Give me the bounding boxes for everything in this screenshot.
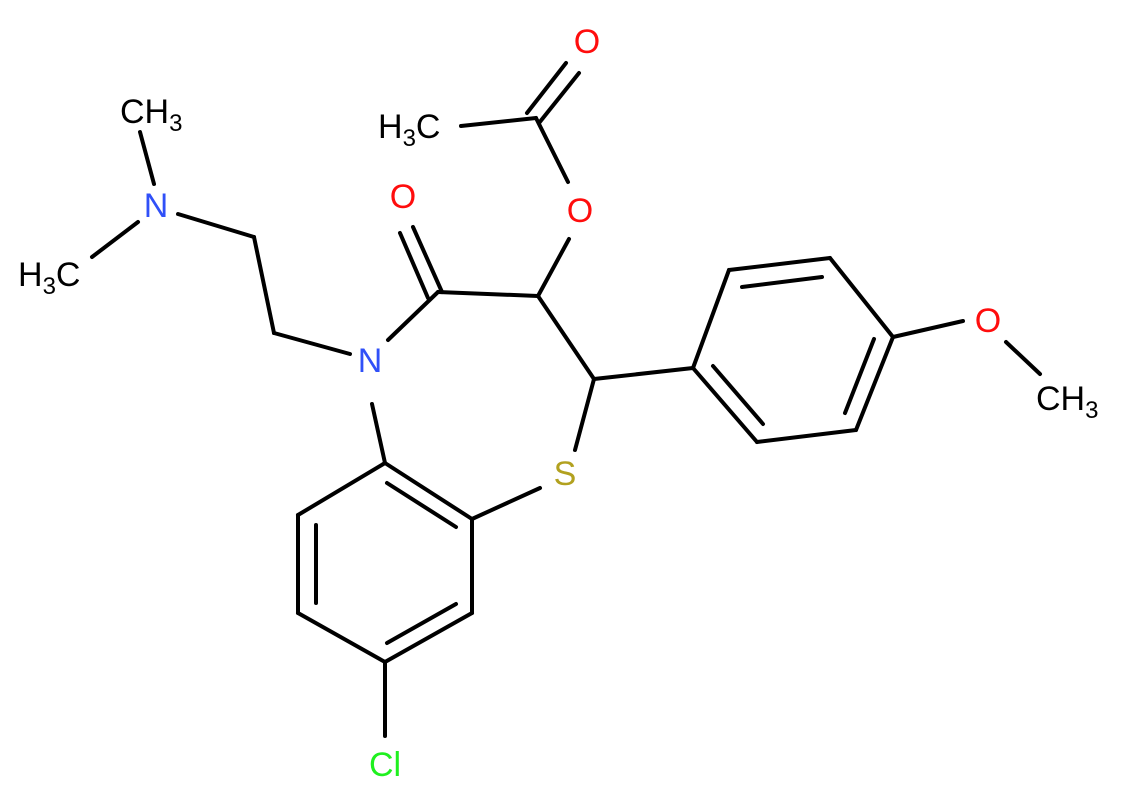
bond-ar4-omethoxy (891, 319, 965, 339)
bond-c8-c7 (296, 611, 387, 664)
h3c-acetyl-sub: 3 (403, 125, 416, 152)
ch3-amine-top-sub: 3 (169, 110, 182, 137)
h3c-acetyl-h: H (378, 108, 403, 146)
bond-ar3-ar4 (828, 256, 895, 339)
atom-ch3-amine-top: CH3 (120, 93, 182, 137)
bond-namine-ch3-top (138, 130, 156, 186)
ch3-methoxy-ch: CH (1036, 380, 1085, 418)
atom-n-ring: N (358, 342, 383, 380)
bond-o-c3 (536, 237, 571, 298)
atom-h3c-amine-left: H3C (18, 256, 80, 300)
bond-c2-s (573, 377, 596, 452)
bond-c9-c8-inner (385, 602, 458, 645)
bond-ar4-ar5 (854, 335, 895, 432)
bond-c9-c8 (383, 611, 474, 664)
bond-ar4-ar5-inner (843, 337, 876, 415)
atom-s-ring: S (554, 455, 577, 493)
bond-acetyl-c-o (534, 116, 570, 184)
bond-acetyl-co-double-a (537, 71, 581, 125)
bond-namine-ch3-left (90, 220, 140, 259)
bond-ar1-ar2 (691, 268, 731, 370)
bond-ch2-namine (176, 212, 256, 239)
bond-ar6-ar1 (691, 366, 759, 444)
bond-s-c9a (470, 486, 542, 521)
bond-acetyl-methyl (459, 116, 538, 128)
atom-ch3-methoxy: CH3 (1036, 380, 1098, 424)
bonds (90, 61, 1042, 738)
atom-cl: Cl (369, 746, 401, 784)
h3c-amine-left-sub: 3 (43, 273, 56, 300)
atom-h3c-acetyl: H3C (378, 108, 440, 152)
h3c-amine-left-c: C (56, 256, 81, 294)
bond-c6-c5a (296, 461, 387, 517)
bond-c5a-c9a (383, 461, 474, 521)
atom-labels: O H3C O O CH3 N H3C N S Cl O CH3 (18, 23, 1098, 784)
bond-c2-aryl (592, 366, 695, 381)
bond-ar2-ar3 (727, 256, 832, 272)
atom-n-amine: N (144, 187, 169, 225)
atom-o-lactam: O (390, 178, 416, 216)
bond-ar5-ar6 (755, 428, 858, 444)
bond-c4-n (386, 290, 440, 342)
ch3-amine-top-ch: CH (120, 93, 169, 131)
atom-o-ester: O (567, 192, 593, 230)
bond-ch2-ch2 (252, 235, 276, 335)
atom-o-ester-carbonyl: O (574, 23, 600, 61)
bond-c4-c3 (436, 290, 540, 298)
bond-acetyl-co-double-b (525, 61, 568, 115)
h3c-amine-left-h: H (18, 256, 43, 294)
bond-c5a-c9a-inner (385, 481, 458, 529)
bond-ar6-ar1-inner (711, 364, 765, 426)
bond-c3-c2 (536, 294, 596, 381)
bond-lactam-co-b (398, 231, 430, 300)
ch3-methoxy-sub: 3 (1085, 397, 1098, 424)
bond-n-c5a (370, 402, 387, 465)
atom-o-methoxy: O (975, 302, 1001, 340)
bond-n-ch2 (272, 331, 352, 356)
bond-omethoxy-ch3 (1004, 340, 1042, 376)
bond-lactam-co-a (411, 225, 444, 294)
h3c-acetyl-c: C (416, 108, 441, 146)
bond-ar2-ar3-inner (740, 275, 824, 289)
